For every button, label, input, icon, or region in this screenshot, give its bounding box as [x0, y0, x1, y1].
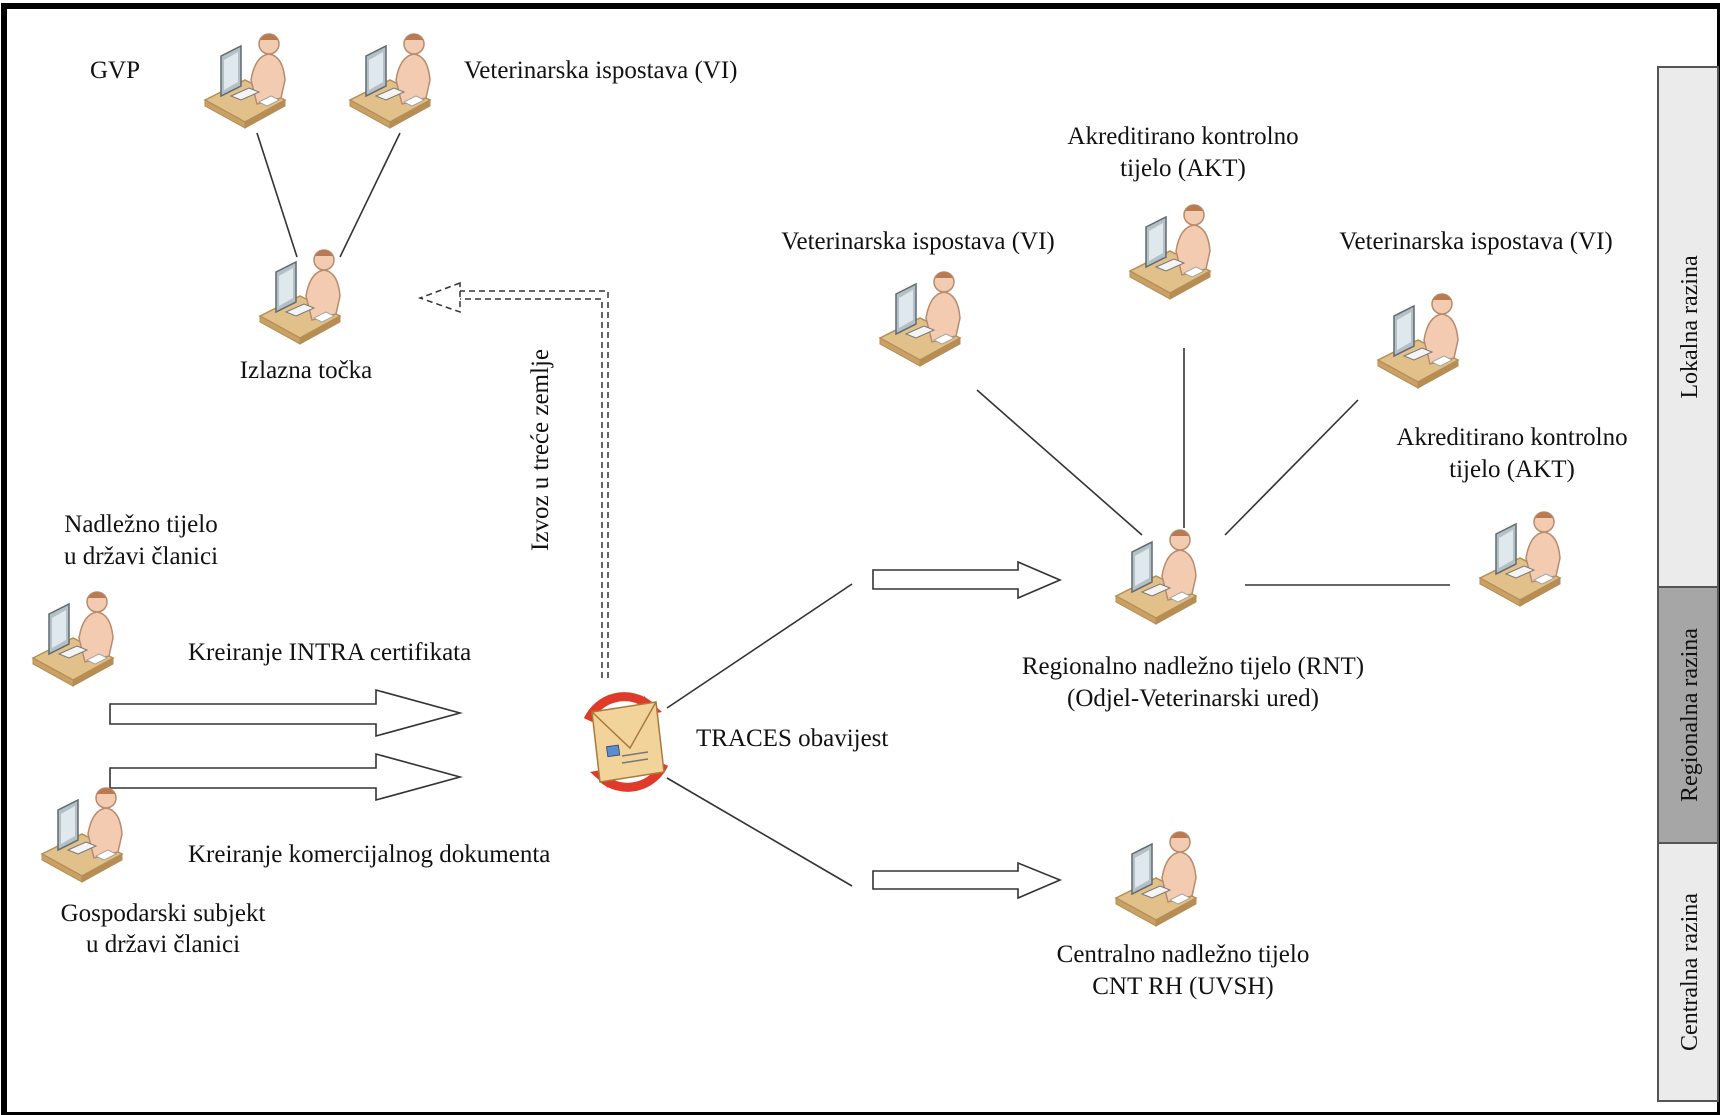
arrow-rnt: [872, 560, 1063, 600]
label-cnt-1: Centralno nadležno tijelo: [1057, 941, 1310, 968]
person-icons: [32, 33, 1561, 927]
user-at-computer-icon: [204, 33, 286, 129]
labels: GVP Veterinarska ispostava (VI) Izlazna …: [61, 57, 1628, 1000]
line-gvp-izlazna: [256, 132, 298, 258]
line-traces-cnt: [666, 777, 853, 887]
line-vi-izlazna: [339, 132, 401, 258]
line-traces-rnt: [666, 583, 853, 709]
label-gvp: GVP: [90, 57, 140, 84]
label-traces: TRACES obavijest: [696, 725, 888, 752]
label-vi-right: Veterinarska ispostava (VI): [1339, 228, 1613, 255]
arrow-intra: [109, 688, 464, 738]
band-centralna-label: Centralna razina: [1677, 893, 1703, 1051]
label-izvoz: Izvoz u treće zemlje: [527, 349, 554, 551]
arrow-cnt: [872, 861, 1063, 900]
connector-lines: [256, 132, 1450, 887]
user-at-computer-icon: [1377, 293, 1459, 389]
label-gospodarski-1: Gospodarski subjekt: [61, 900, 266, 927]
export-arrow: [417, 281, 609, 678]
line-vi-right-rnt: [1224, 399, 1359, 536]
label-akt-right-1: Akreditirano kontrolno: [1396, 424, 1627, 451]
label-vi-left: Veterinarska ispostava (VI): [781, 228, 1055, 255]
label-akt-top-1: Akreditirano kontrolno: [1067, 123, 1298, 150]
user-at-computer-icon: [879, 271, 961, 367]
traces-envelope-icon: [583, 692, 669, 792]
page-frame: [1, 3, 1720, 1115]
arrow-komercijalni: [109, 752, 464, 802]
level-bands: Lokalna razina Regionalna razina Central…: [1657, 66, 1719, 1102]
label-rnt-2: (Odjel-Veterinarski ured): [1067, 685, 1319, 712]
user-at-computer-icon: [1115, 529, 1197, 625]
label-akt-right-2: tijelo (AKT): [1449, 456, 1575, 483]
user-at-computer-icon: [1129, 204, 1211, 300]
label-gospodarski-2: u državi članici: [86, 931, 240, 958]
line-vi-left-rnt: [976, 389, 1143, 536]
band-regionalna-label: Regionalna razina: [1677, 628, 1703, 802]
band-lokalna: [1657, 66, 1719, 588]
label-komercijalni: Kreiranje komercijalnog dokumenta: [188, 841, 550, 868]
user-at-computer-icon: [1479, 511, 1561, 607]
user-at-computer-icon: [349, 33, 431, 129]
user-at-computer-icon: [41, 787, 123, 883]
label-nadlezno-1: Nadležno tijelo: [64, 511, 217, 538]
user-at-computer-icon: [1115, 831, 1197, 927]
label-intra: Kreiranje INTRA certifikata: [188, 639, 471, 666]
label-nadlezno-2: u državi članici: [64, 543, 218, 570]
band-centralna: [1657, 842, 1719, 1102]
label-izlazna-tocka: Izlazna točka: [240, 357, 373, 384]
label-akt-top-2: tijelo (AKT): [1120, 155, 1246, 182]
label-rnt-1: Regionalno nadležno tijelo (RNT): [1022, 653, 1364, 680]
block-arrows: [109, 560, 1063, 900]
label-cnt-2: CNT RH (UVSH): [1092, 973, 1274, 1000]
user-at-computer-icon: [32, 591, 114, 687]
label-vi-top: Veterinarska ispostava (VI): [464, 57, 738, 84]
band-lokalna-label: Lokalna razina: [1677, 255, 1703, 399]
band-regionalna: [1657, 586, 1719, 844]
user-at-computer-icon: [259, 249, 341, 345]
